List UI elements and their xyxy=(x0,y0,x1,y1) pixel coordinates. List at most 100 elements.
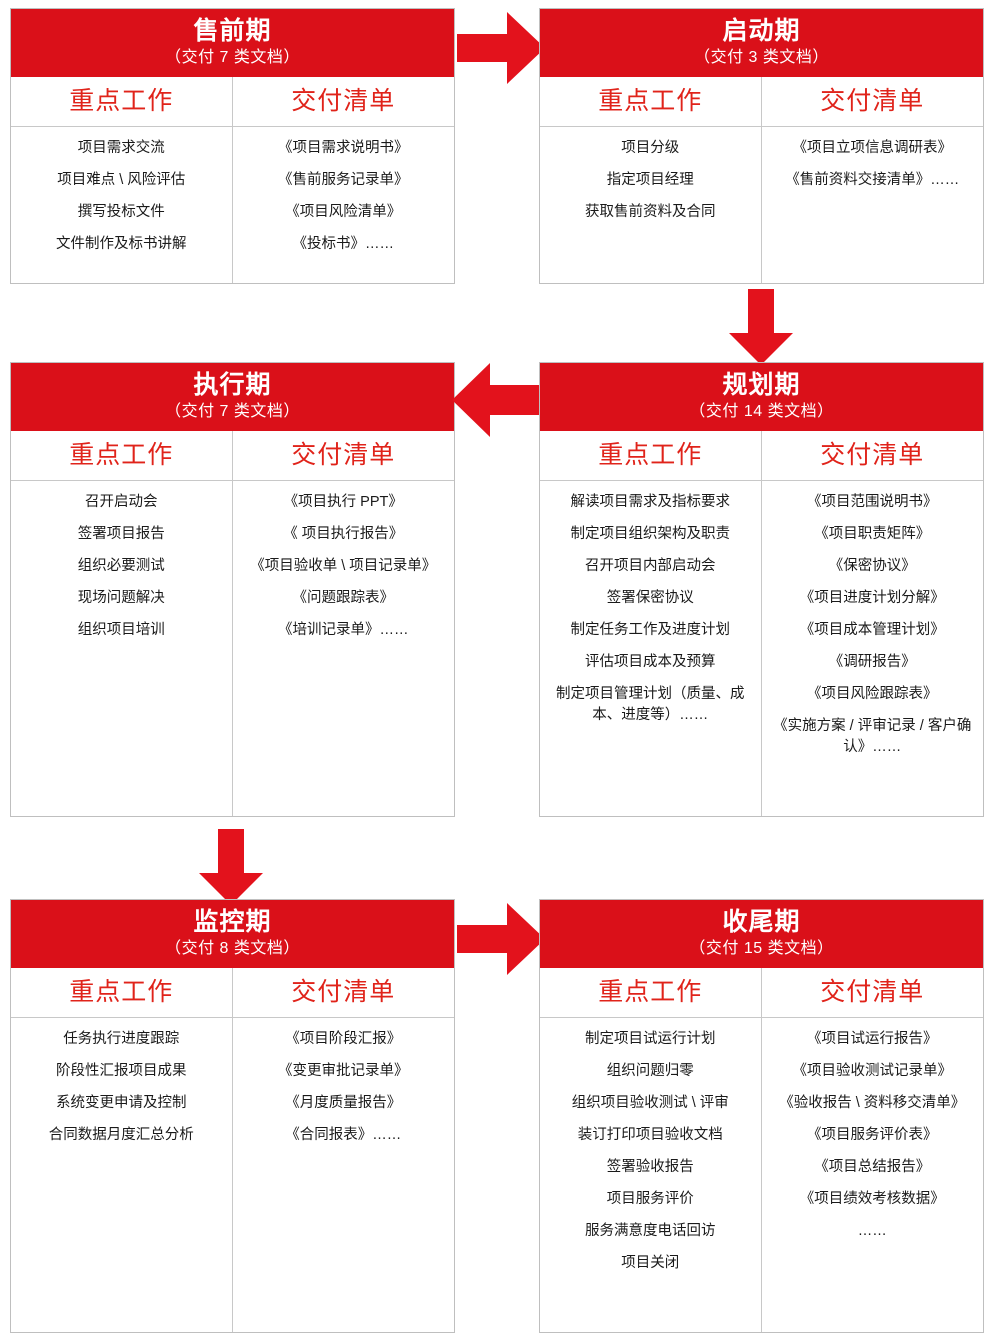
deliverables-list: 《项目范围说明书》 《项目职责矩阵》 《保密协议》 《项目进度计划分解》 《项目… xyxy=(762,481,984,816)
list-item: 《售前资料交接清单》…… xyxy=(785,172,960,189)
list-item: 《项目验收测试记录单》 xyxy=(792,1063,953,1080)
list-item: 签署保密协议 xyxy=(606,590,694,607)
deliverables-list: 《项目执行 PPT》 《 项目执行报告》 《项目验收单 \ 项目记录单》 《问题… xyxy=(233,481,455,816)
list-item: 《投标书》…… xyxy=(292,236,395,253)
phase-subtitle: （交付 8 类文档） xyxy=(165,939,300,957)
phase-card-planning: 规划期 （交付 14 类文档） 重点工作 解读项目需求及指标要求 制定项目组织架… xyxy=(539,362,984,817)
key-work-column: 重点工作 任务执行进度跟踪 阶段性汇报项目成果 系统变更申请及控制 合同数据月度… xyxy=(11,968,233,1332)
phase-subtitle: （交付 7 类文档） xyxy=(165,402,300,420)
phase-header-planning: 规划期 （交付 14 类文档） xyxy=(540,363,983,432)
list-item: 《项目职责矩阵》 xyxy=(814,526,931,543)
key-work-list: 任务执行进度跟踪 阶段性汇报项目成果 系统变更申请及控制 合同数据月度汇总分析 xyxy=(11,1018,232,1332)
arrow-left-planning-to-execution xyxy=(452,363,542,437)
list-item: 签署项目报告 xyxy=(77,526,165,543)
phase-body: 重点工作 任务执行进度跟踪 阶段性汇报项目成果 系统变更申请及控制 合同数据月度… xyxy=(11,968,454,1332)
list-item: 组织必要测试 xyxy=(77,558,165,575)
list-item: 《 项目执行报告》 xyxy=(283,526,404,543)
list-item: 《培训记录单》…… xyxy=(278,622,409,639)
deliverables-list: 《项目试运行报告》 《项目验收测试记录单》 《验收报告 \ 资料移交清单》 《项… xyxy=(762,1018,984,1332)
list-item: 《项目成本管理计划》 xyxy=(799,622,945,639)
phase-body: 重点工作 解读项目需求及指标要求 制定项目组织架构及职责 召开项目内部启动会 签… xyxy=(540,431,983,816)
phase-title: 收尾期 xyxy=(722,908,801,936)
column-header-deliverables: 交付清单 xyxy=(232,77,454,128)
list-item: 《合同报表》…… xyxy=(285,1127,402,1144)
phase-card-execution: 执行期 （交付 7 类文档） 重点工作 召开启动会 签署项目报告 组织必要测试 … xyxy=(10,362,455,817)
arrow-right-monitoring-to-closing xyxy=(457,903,545,975)
list-item: 《月度质量报告》 xyxy=(285,1095,402,1112)
list-item: 文件制作及标书讲解 xyxy=(56,236,187,253)
phase-card-closing: 收尾期 （交付 15 类文档） 重点工作 制定项目试运行计划 组织问题归零 组织… xyxy=(539,899,984,1333)
list-item: 任务执行进度跟踪 xyxy=(63,1031,180,1048)
list-item: 《项目风险跟踪表》 xyxy=(807,686,938,703)
list-item: 解读项目需求及指标要求 xyxy=(570,494,731,511)
key-work-column: 重点工作 制定项目试运行计划 组织问题归零 组织项目验收测试 \ 评审 装订打印… xyxy=(540,968,762,1332)
list-item: 装订打印项目验收文档 xyxy=(577,1127,723,1144)
phase-subtitle: （交付 7 类文档） xyxy=(165,48,300,66)
phase-card-presales: 售前期 （交付 7 类文档） 重点工作 项目需求交流 项目难点 \ 风险评估 撰… xyxy=(10,8,455,284)
list-item: 《实施方案 / 评审记录 / 客户确认》…… xyxy=(773,718,972,756)
list-item: 项目难点 \ 风险评估 xyxy=(57,172,186,189)
phase-body: 重点工作 制定项目试运行计划 组织问题归零 组织项目验收测试 \ 评审 装订打印… xyxy=(540,968,983,1332)
phase-card-monitoring: 监控期 （交付 8 类文档） 重点工作 任务执行进度跟踪 阶段性汇报项目成果 系… xyxy=(10,899,455,1333)
deliverables-column: 交付清单 《项目立项信息调研表》 《售前资料交接清单》…… xyxy=(761,77,983,283)
list-item: 《保密协议》 xyxy=(828,558,916,575)
column-header-key-work: 重点工作 xyxy=(11,77,232,128)
list-item: 《验收报告 \ 资料移交清单》 xyxy=(779,1095,966,1112)
list-item: 组织项目培训 xyxy=(77,622,165,639)
list-item: 制定项目组织架构及职责 xyxy=(570,526,731,543)
list-item: 《项目服务评价表》 xyxy=(807,1127,938,1144)
phase-header-presales: 售前期 （交付 7 类文档） xyxy=(11,9,454,78)
phase-card-initiation: 启动期 （交付 3 类文档） 重点工作 项目分级 指定项目经理 获取售前资料及合… xyxy=(539,8,984,284)
phase-subtitle: （交付 14 类文档） xyxy=(689,402,834,420)
list-item: …… xyxy=(857,1223,887,1240)
list-item: 《项目阶段汇报》 xyxy=(285,1031,402,1048)
list-item: 制定任务工作及进度计划 xyxy=(570,622,731,639)
key-work-list: 召开启动会 签署项目报告 组织必要测试 现场问题解决 组织项目培训 xyxy=(11,481,232,816)
phase-title: 监控期 xyxy=(193,908,272,936)
column-header-key-work: 重点工作 xyxy=(11,968,232,1019)
phase-title: 执行期 xyxy=(193,371,272,399)
deliverables-column: 交付清单 《项目阶段汇报》 《变更审批记录单》 《月度质量报告》 《合同报表》…… xyxy=(232,968,455,1332)
deliverables-list: 《项目需求说明书》 《售前服务记录单》 《项目风险清单》 《投标书》…… xyxy=(233,127,455,283)
list-item: 合同数据月度汇总分析 xyxy=(48,1127,194,1144)
column-header-key-work: 重点工作 xyxy=(11,431,232,482)
key-work-column: 重点工作 解读项目需求及指标要求 制定项目组织架构及职责 召开项目内部启动会 签… xyxy=(540,431,762,816)
phase-title: 启动期 xyxy=(722,17,801,45)
list-item: 《问题跟踪表》 xyxy=(292,590,395,607)
deliverables-list: 《项目阶段汇报》 《变更审批记录单》 《月度质量报告》 《合同报表》…… xyxy=(233,1018,455,1332)
deliverables-column: 交付清单 《项目需求说明书》 《售前服务记录单》 《项目风险清单》 《投标书》…… xyxy=(232,77,455,283)
column-header-deliverables: 交付清单 xyxy=(761,968,983,1019)
list-item: 《项目总结报告》 xyxy=(814,1159,931,1176)
list-item: 召开启动会 xyxy=(85,494,158,511)
list-item: 《项目试运行报告》 xyxy=(807,1031,938,1048)
list-item: 项目服务评价 xyxy=(606,1191,694,1208)
key-work-list: 项目分级 指定项目经理 获取售前资料及合同 xyxy=(540,127,761,283)
list-item: 《调研报告》 xyxy=(828,654,916,671)
key-work-list: 制定项目试运行计划 组织问题归零 组织项目验收测试 \ 评审 装订打印项目验收文… xyxy=(540,1018,761,1332)
key-work-column: 重点工作 项目分级 指定项目经理 获取售前资料及合同 xyxy=(540,77,762,283)
phase-subtitle: （交付 3 类文档） xyxy=(694,48,829,66)
arrow-right-presales-to-initiation xyxy=(457,12,545,84)
key-work-list: 解读项目需求及指标要求 制定项目组织架构及职责 召开项目内部启动会 签署保密协议… xyxy=(540,481,761,816)
list-item: 项目需求交流 xyxy=(77,140,165,157)
list-item: 现场问题解决 xyxy=(77,590,165,607)
phase-body: 重点工作 项目需求交流 项目难点 \ 风险评估 撰写投标文件 文件制作及标书讲解… xyxy=(11,77,454,283)
column-header-deliverables: 交付清单 xyxy=(761,77,983,128)
arrow-down-initiation-to-planning xyxy=(729,289,793,365)
list-item: 系统变更申请及控制 xyxy=(56,1095,187,1112)
deliverables-column: 交付清单 《项目执行 PPT》 《 项目执行报告》 《项目验收单 \ 项目记录单… xyxy=(232,431,455,816)
key-work-list: 项目需求交流 项目难点 \ 风险评估 撰写投标文件 文件制作及标书讲解 xyxy=(11,127,232,283)
list-item: 《售前服务记录单》 xyxy=(278,172,409,189)
column-header-key-work: 重点工作 xyxy=(540,431,761,482)
key-work-column: 重点工作 项目需求交流 项目难点 \ 风险评估 撰写投标文件 文件制作及标书讲解 xyxy=(11,77,233,283)
column-header-key-work: 重点工作 xyxy=(540,968,761,1019)
list-item: 项目关闭 xyxy=(621,1255,680,1272)
list-item: 《项目进度计划分解》 xyxy=(799,590,945,607)
list-item: 《变更审批记录单》 xyxy=(278,1063,409,1080)
deliverables-column: 交付清单 《项目范围说明书》 《项目职责矩阵》 《保密协议》 《项目进度计划分解… xyxy=(761,431,984,816)
list-item: 《项目立项信息调研表》 xyxy=(792,140,953,157)
phase-subtitle: （交付 15 类文档） xyxy=(689,939,834,957)
list-item: 《项目需求说明书》 xyxy=(278,140,409,157)
list-item: 《项目绩效考核数据》 xyxy=(799,1191,945,1208)
list-item: 评估项目成本及预算 xyxy=(585,654,716,671)
